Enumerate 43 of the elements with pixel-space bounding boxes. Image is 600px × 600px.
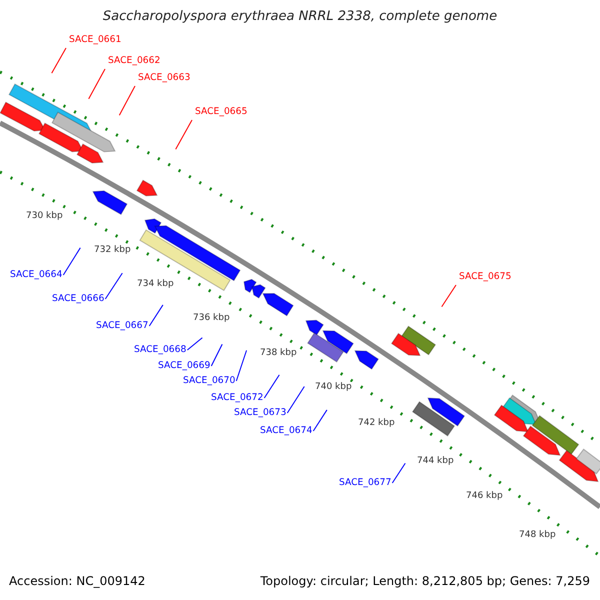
genome-stats-text: Topology: circular; Length: 8,212,805 bp; Genes: 7,259 xyxy=(260,574,590,588)
gene-label: SACE_0665 xyxy=(195,106,248,117)
gene-label: SACE_0672 xyxy=(211,392,264,403)
leader-line xyxy=(88,68,106,100)
gene-label: SACE_0667 xyxy=(96,320,148,331)
gene-label: SACE_0668 xyxy=(134,344,186,355)
leader-line xyxy=(62,247,81,276)
scale-label: 736 kbp xyxy=(193,313,230,323)
gene-label: SACE_0666 xyxy=(52,293,104,304)
scale-label: 744 kbp xyxy=(417,456,454,466)
scale-label: 732 kbp xyxy=(94,245,131,255)
leader-line xyxy=(210,344,223,366)
leader-line xyxy=(118,86,136,116)
leader-line xyxy=(264,374,280,398)
gene-label: SACE_0663 xyxy=(138,72,190,83)
scale-label: 746 kbp xyxy=(466,491,503,501)
leader-line xyxy=(286,386,305,414)
leader-line xyxy=(441,284,456,308)
scale-label: 742 kbp xyxy=(358,418,395,428)
gene-label: SACE_0675 xyxy=(459,271,512,282)
gene-label: SACE_0662 xyxy=(108,55,160,66)
scale-label: 738 kbp xyxy=(260,348,297,358)
leader-line xyxy=(148,304,164,326)
scale-label: 748 kbp xyxy=(519,530,556,540)
gene-label: SACE_0677 xyxy=(339,477,392,488)
gene-label: SACE_0673 xyxy=(234,407,286,418)
scale-label: 740 kbp xyxy=(315,382,352,392)
leader-line xyxy=(392,462,406,484)
accession-text: Accession: NC_009142 xyxy=(9,574,146,588)
leader-line xyxy=(186,337,203,350)
scale-label: 734 kbp xyxy=(137,279,174,289)
leader-line xyxy=(175,120,192,150)
gene-label: SACE_0661 xyxy=(69,34,122,45)
gene-label: SACE_0670 xyxy=(183,375,236,386)
leader-line xyxy=(104,272,123,300)
gene-label: SACE_0669 xyxy=(158,360,210,371)
leader-line xyxy=(51,48,66,74)
gene-label: SACE_0674 xyxy=(260,425,312,436)
leader-line xyxy=(236,350,248,382)
title: Saccharopolyspora erythraea NRRL 2338, complete genome xyxy=(102,9,498,24)
scale-label: 730 kbp xyxy=(26,211,63,221)
gene-label: SACE_0664 xyxy=(10,269,62,280)
leader-line xyxy=(312,409,328,432)
